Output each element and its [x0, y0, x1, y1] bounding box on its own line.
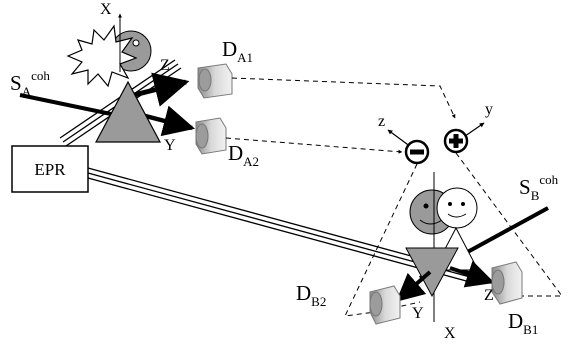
epr-label: EPR [34, 160, 66, 179]
source-a-label: SAcoh [10, 68, 50, 99]
explosion-shape [66, 24, 138, 88]
dashed-signal-lines-b [344, 152, 563, 317]
observer-b-body-grey [405, 247, 459, 298]
minus-sign [404, 139, 430, 165]
epr-box [11, 145, 89, 193]
detector-da1-label: DA1 [222, 37, 253, 65]
detector-db1 [491, 261, 523, 305]
observer-a-eye [132, 39, 140, 47]
axis-center-y-label: y [485, 101, 493, 118]
axis-a-x-label: X [100, 1, 112, 18]
axis-b-z-label: Z [484, 287, 494, 304]
detector-db2-label: DB2 [296, 281, 326, 309]
beam-a-z [129, 72, 190, 107]
plus-sign [443, 128, 469, 154]
axis-a-z-label: Z [160, 57, 170, 74]
axis-b-y-label: Y [412, 305, 424, 322]
observer-b-eye-2 [448, 202, 452, 206]
observer-b-eye-3 [461, 202, 465, 206]
epr-channel-to-B [87, 167, 471, 283]
detector-da2-label: DA2 [228, 141, 259, 169]
beam-b-y [395, 270, 432, 302]
detector-da2 [195, 117, 227, 155]
source-b-label: SBcoh [519, 172, 559, 203]
dashed-signal-lines-a [225, 77, 456, 154]
observer-a-body [95, 80, 161, 143]
axis-b-x-label: X [444, 325, 456, 342]
observer-b-mouth-2 [447, 213, 467, 218]
beam-b-z [449, 260, 495, 288]
observer-b-head-white [436, 187, 478, 229]
detector-db2 [369, 285, 401, 325]
observer-b-mouth-1 [419, 219, 443, 225]
axis-a-y-label: Y [164, 137, 176, 154]
detector-da1 [197, 63, 233, 99]
observer-b-eye-1 [423, 203, 429, 209]
axis-center-z-label: z [378, 113, 385, 130]
detector-db1-label: DB1 [508, 309, 538, 337]
